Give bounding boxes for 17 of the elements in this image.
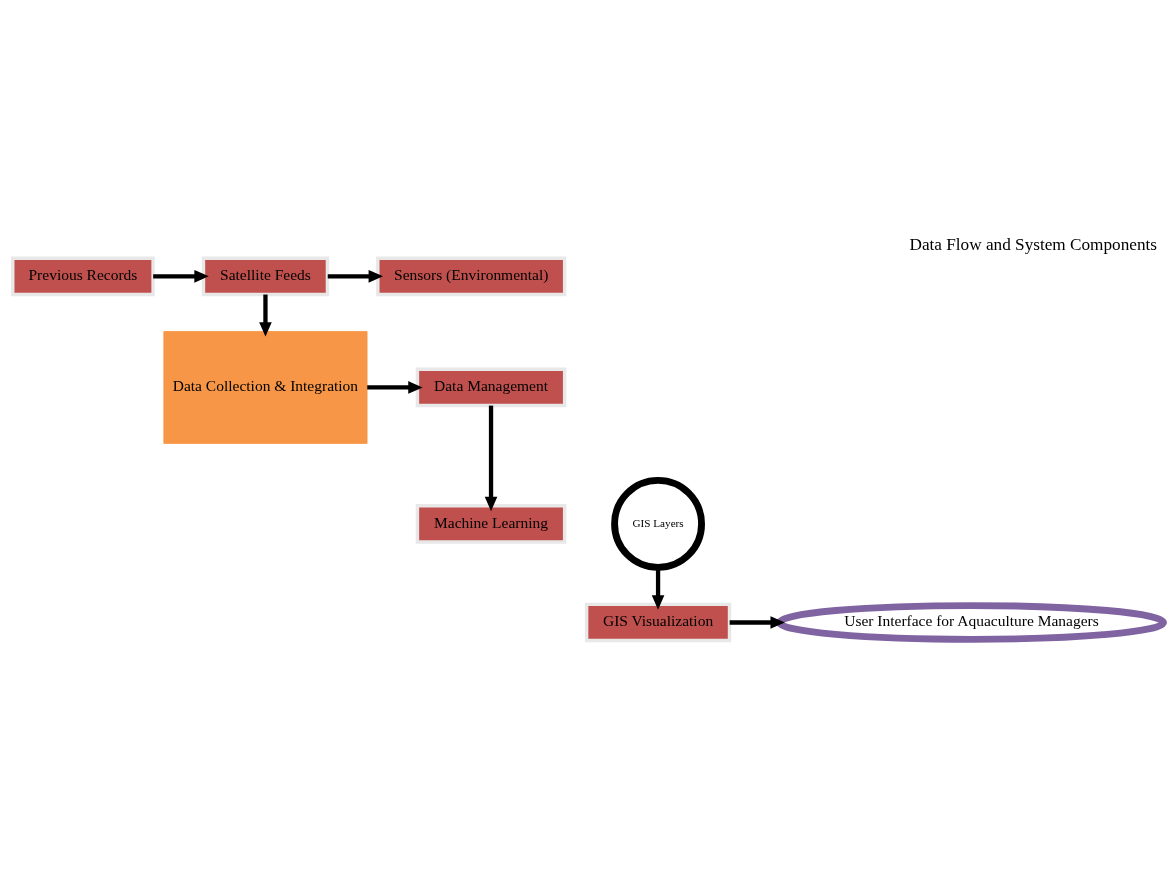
- node-box: GIS Visualization: [584, 602, 732, 643]
- node-box: Satellite Feeds: [201, 256, 330, 297]
- node-box: Previous Records: [11, 256, 155, 297]
- arrow: [729, 616, 785, 629]
- arrow: [153, 270, 209, 283]
- node-ellipse: User Interface for Aquaculture Managers: [776, 602, 1167, 643]
- arrow: [259, 294, 272, 337]
- arrow: [367, 381, 423, 394]
- arrow: [651, 567, 665, 610]
- diagram-title: Data Flow and System Components: [909, 234, 1157, 254]
- arrow: [484, 405, 498, 512]
- node-box: Data Collection & Integration: [163, 331, 368, 444]
- node-circle: GIS Layers: [611, 476, 705, 571]
- arrow: [327, 270, 383, 283]
- node-box: Data Management: [415, 367, 567, 408]
- node-box: Sensors (Environmental): [376, 256, 567, 297]
- node-box: Machine Learning: [415, 504, 567, 544]
